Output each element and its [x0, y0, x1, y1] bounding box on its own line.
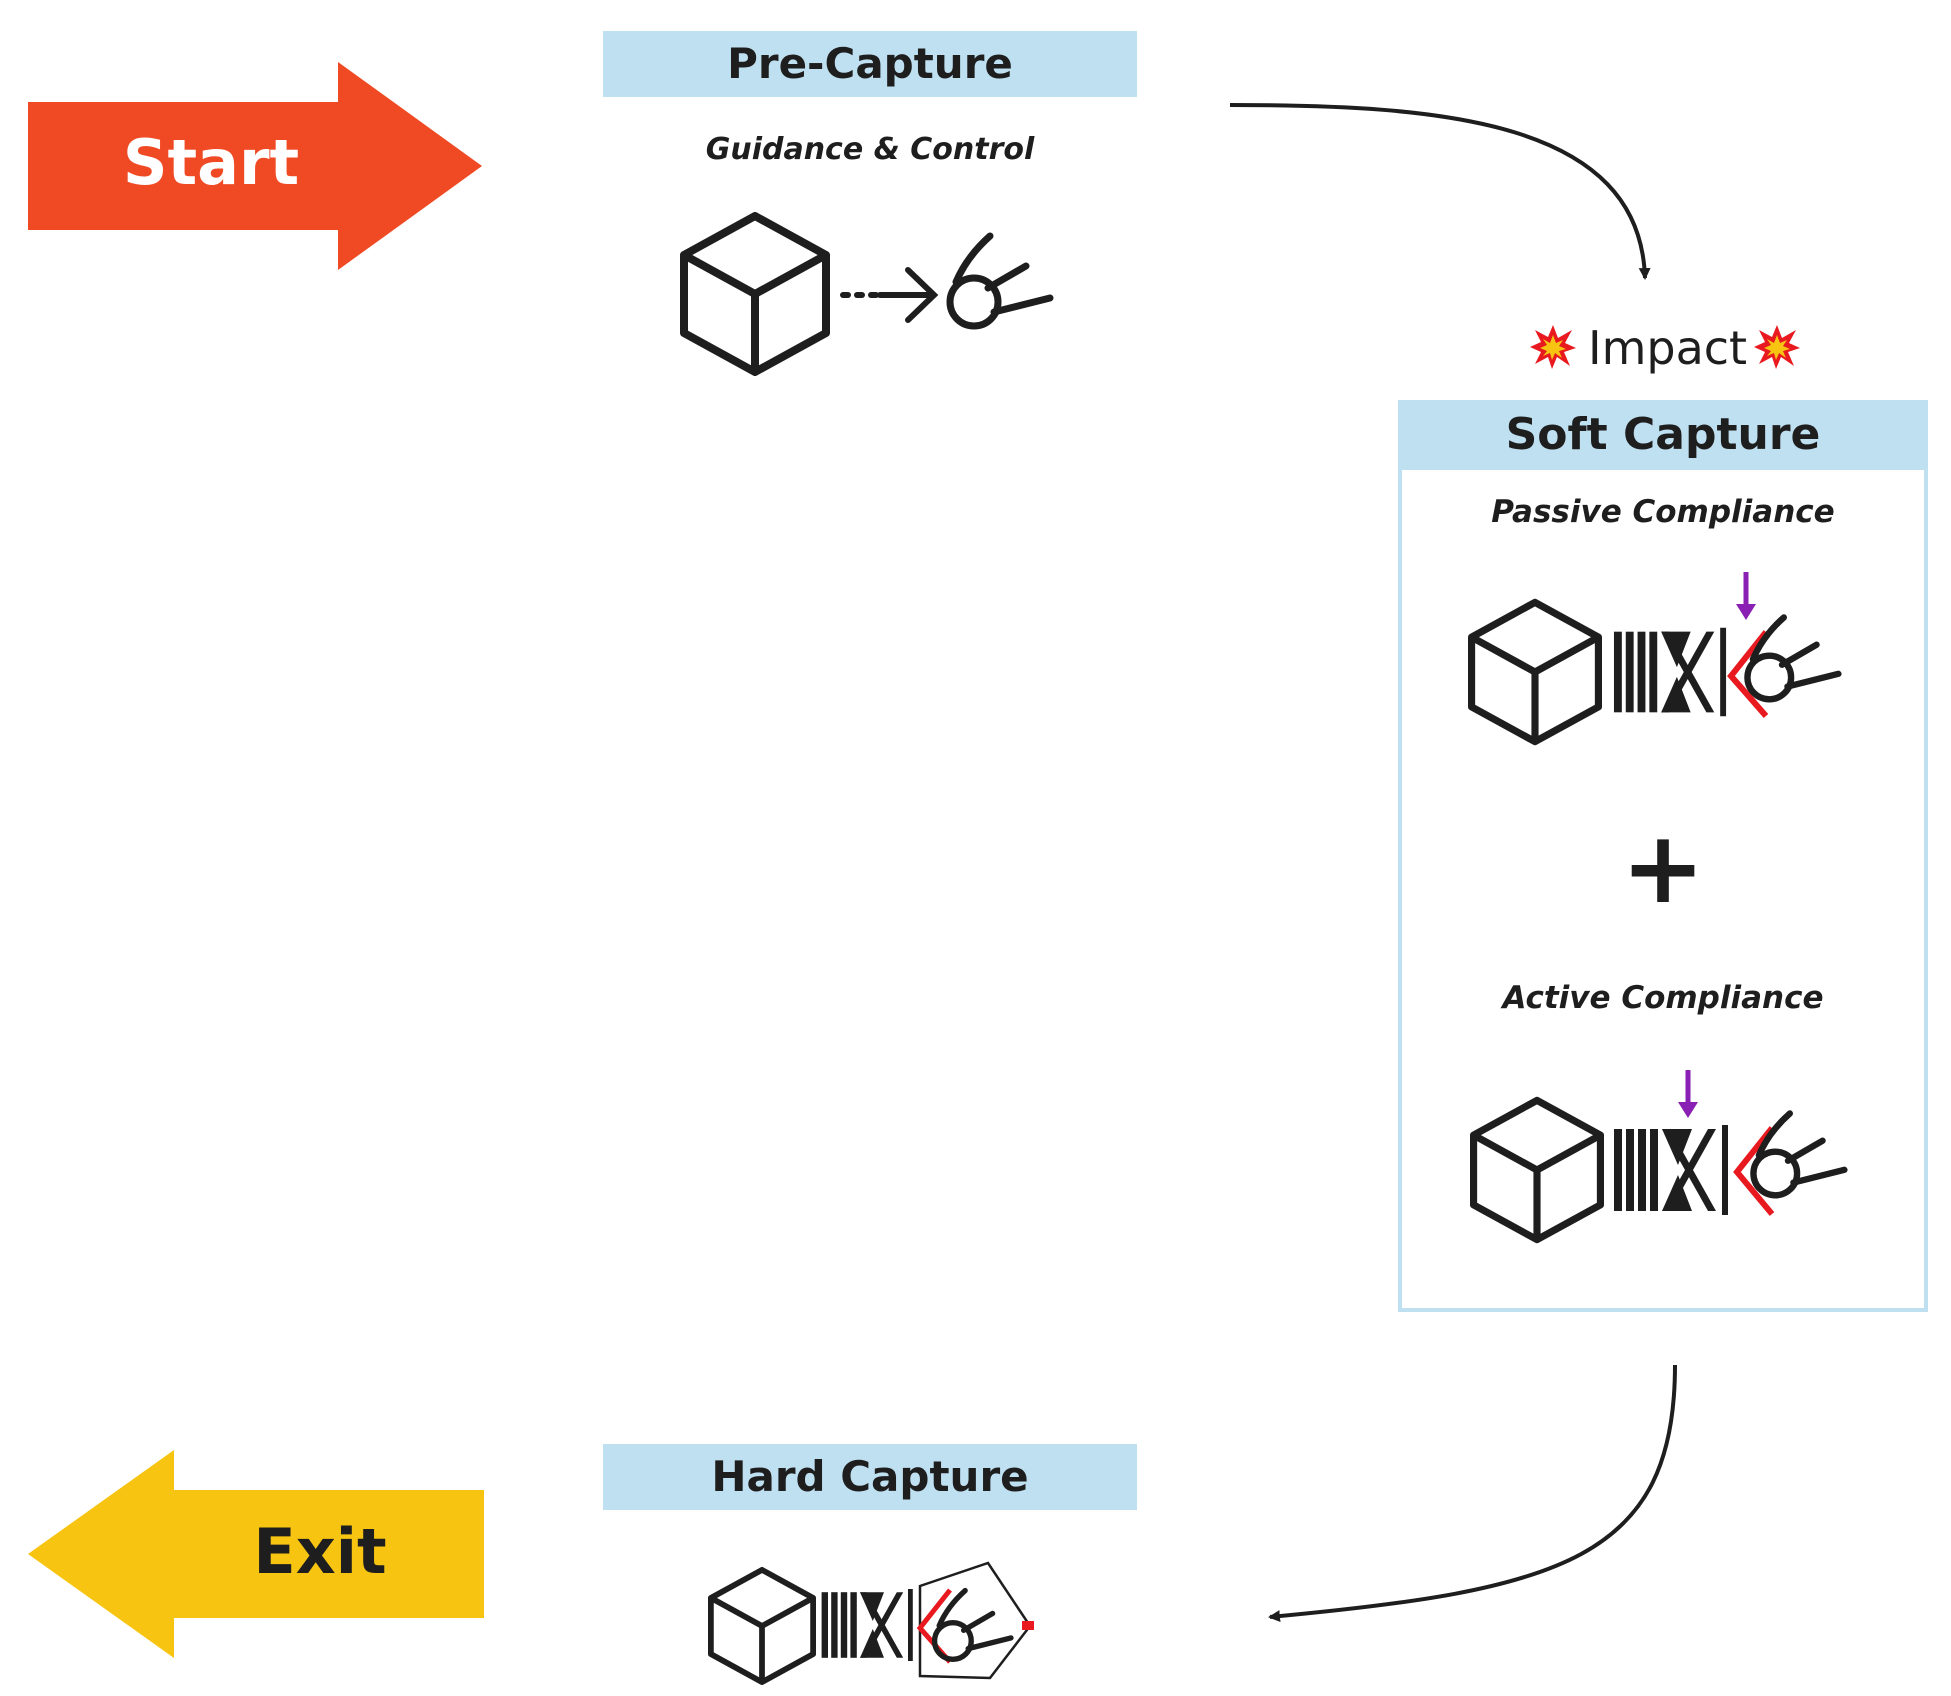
- capture-jaw-icon: [1733, 1126, 1775, 1216]
- impact-icon: [1754, 325, 1800, 369]
- start-label: Start: [122, 126, 300, 199]
- exit-arrow: [28, 1450, 484, 1658]
- spring-damper-icon: [821, 1589, 913, 1661]
- satellite-grapple-icon: [1753, 1113, 1844, 1195]
- cube-icon: [1472, 602, 1599, 741]
- exit-label: Exit: [253, 1515, 387, 1588]
- pentagon-enclosure-icon: [918, 1561, 1034, 1680]
- cube-icon: [684, 216, 826, 372]
- passive-compliance-label: Passive Compliance: [1491, 494, 1835, 530]
- pre-capture-subtitle: Guidance & Control: [705, 132, 1035, 167]
- impact-icon: [1530, 325, 1576, 369]
- spring-damper-icon: [1613, 627, 1727, 717]
- satellite-grapple-icon: [950, 236, 1050, 326]
- flow-arrow-to-soft-capture: [1229, 103, 1651, 280]
- active-compliance-label: Active Compliance: [1502, 980, 1824, 1016]
- start-arrow: [28, 62, 482, 270]
- satellite-grapple-icon: [1747, 617, 1838, 699]
- flow-arrow-to-hard-capture: [1268, 1364, 1677, 1623]
- satellite-grapple-icon: [935, 1591, 1011, 1660]
- hard-capture-title: Hard Capture: [603, 1444, 1137, 1510]
- impact-row: Impact: [1500, 316, 1830, 380]
- plus-sign: +: [1621, 809, 1705, 926]
- cube-icon: [1474, 1100, 1601, 1239]
- dotted-approach-arrow: [840, 267, 939, 323]
- soft-capture-title: Soft Capture: [1398, 400, 1928, 470]
- force-arrow-icon: [1736, 572, 1756, 620]
- capture-jaw-icon: [1727, 630, 1769, 718]
- cube-icon: [711, 1570, 813, 1682]
- spring-damper-icon: [1614, 1125, 1728, 1215]
- impact-label: Impact: [1588, 321, 1748, 375]
- force-arrow-icon: [1678, 1070, 1698, 1118]
- pre-capture-title: Pre-Capture: [603, 31, 1137, 97]
